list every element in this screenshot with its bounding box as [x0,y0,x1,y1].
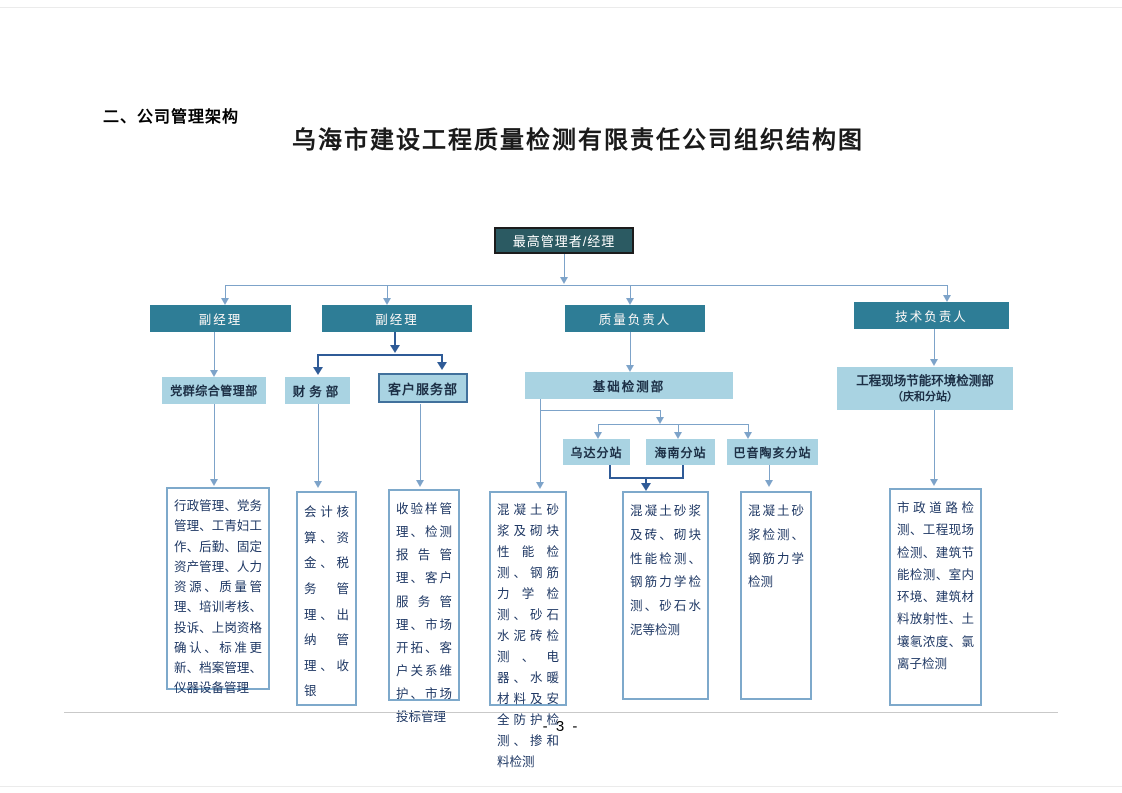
connector-arrow [210,479,218,486]
connector-line [769,465,770,481]
connector-line [394,332,396,346]
org-box-label: 乌达分站 [570,445,623,460]
connector-line [678,424,679,433]
duty-box-foundation-testing: 混凝土砂浆及砌块性能检测、钢筋力学检测、砂石水泥砖检测、电器、水暖材料及安全防护… [489,491,567,769]
org-box-finance-dept: 财务部 [285,377,350,404]
org-box-label: 海南分站 [654,445,707,460]
connector-line [317,354,319,368]
connector-line [660,410,661,418]
connector-arrow [313,367,323,375]
connector-line [214,404,215,480]
connector-line [934,329,935,360]
org-box-bayintaohai-station: 巴音陶亥分站 [727,439,818,465]
connector-arrow [383,298,391,305]
connector-arrow [930,479,938,486]
chart-title: 乌海市建设工程质量检测有限责任公司组织结构图 [292,127,864,154]
duty-box-party-admin: 行政管理、党务管理、工青妇工作、后勤、固定资产管理、人力资源、质量管理、培训考核… [166,487,270,695]
org-box-party-admin-dept: 党群综合管理部 [162,377,266,404]
page-bottom-edge [0,786,1122,787]
connector-line [598,424,599,433]
org-box-label: 副经理 [375,313,419,327]
org-box-label: 最高管理者/经理 [512,234,616,249]
connector-arrow [416,480,424,487]
org-box-label: 客户服务部 [387,381,458,397]
org-box-customer-service-dept: 客户服务部 [372,373,468,406]
connector-line [645,477,647,484]
connector-line [225,285,226,299]
connector-line [947,285,948,296]
duty-box-customer-service: 收验样管理、检测报告管理、客户服务管理、市场开拓、客户关系维护、市场投标管理 [388,489,460,724]
org-box-label: 工程现场节能环境检测部 [856,373,994,388]
duty-box-site-energy-env: 市政道路检测、工程现场检测、建筑节能检测、室内环境、建筑材料放射性、土壤氡浓度、… [889,488,982,706]
connector-arrow [594,432,602,439]
org-box-label: 副经理 [198,313,243,327]
org-box-sublabel: （庆和分站） [892,390,958,403]
connector-arrow [641,483,651,491]
connector-arrow [626,365,634,372]
connector-arrow [221,298,229,305]
connector-arrow [765,480,773,487]
connector-line [609,465,611,478]
duty-box-wuda-hainan: 混凝土砂浆及砖、砌块性能检测、钢筋力学检测、砂石水泥等检测 [622,491,709,700]
connector-line [934,410,935,480]
org-box-label: 财务部 [292,385,343,399]
org-box-deputy-manager-1: 副经理 [150,305,291,332]
connector-arrow [560,277,568,284]
org-box-label: 党群综合管理部 [170,384,258,398]
connector-arrow [626,298,634,305]
connector-line [441,354,443,363]
connector-line [317,354,443,356]
org-box-label: 巴音陶亥分站 [733,445,812,460]
org-box-quality-manager: 质量负责人 [565,305,705,332]
connector-arrow [210,370,218,377]
org-box-label: 技术负责人 [895,310,968,324]
connector-line [225,285,947,286]
org-box-foundation-testing-dept: 基础检测部 [525,372,733,399]
connector-arrow [437,362,447,370]
org-box-label: 质量负责人 [598,313,672,327]
connector-arrow [744,432,752,439]
duty-box-bayintaohai: 混凝土砂浆检测、钢筋力学检测 [740,491,812,700]
connector-line [318,404,319,482]
section-heading: 二、公司管理架构 [103,109,240,126]
connector-line [682,465,684,478]
connector-arrow [390,345,400,353]
connector-arrow [930,359,938,366]
connector-line [420,404,421,481]
org-box-label: 基础检测部 [592,380,666,394]
duty-box-finance: 会计核算、资金、税务管理、出纳管理、收银 [296,491,357,706]
connector-line [630,332,631,366]
connector-arrow [943,295,951,302]
org-box-wuda-station: 乌达分站 [563,439,630,465]
connector-arrow [674,432,682,439]
footer-divider [64,712,1058,713]
connector-line [540,410,660,411]
connector-line [214,332,215,371]
connector-arrow [656,417,664,424]
org-box-technical-manager: 技术负责人 [854,302,1009,329]
page-top-edge [0,7,1122,8]
connector-line [748,424,749,433]
connector-line [564,254,565,279]
page-number: - 3 - [542,718,580,735]
org-box-site-energy-env-dept: 工程现场节能环境检测部 （庆和分站） [837,367,1013,410]
connector-arrow [314,481,322,488]
org-box-deputy-manager-2: 副经理 [322,305,472,332]
org-box-top-manager: 最高管理者/经理 [494,227,634,254]
connector-arrow [536,482,544,489]
connector-line [540,399,541,483]
connector-line [387,285,388,299]
connector-line [598,424,748,425]
org-box-hainan-station: 海南分站 [646,439,715,465]
connector-line [630,285,631,299]
